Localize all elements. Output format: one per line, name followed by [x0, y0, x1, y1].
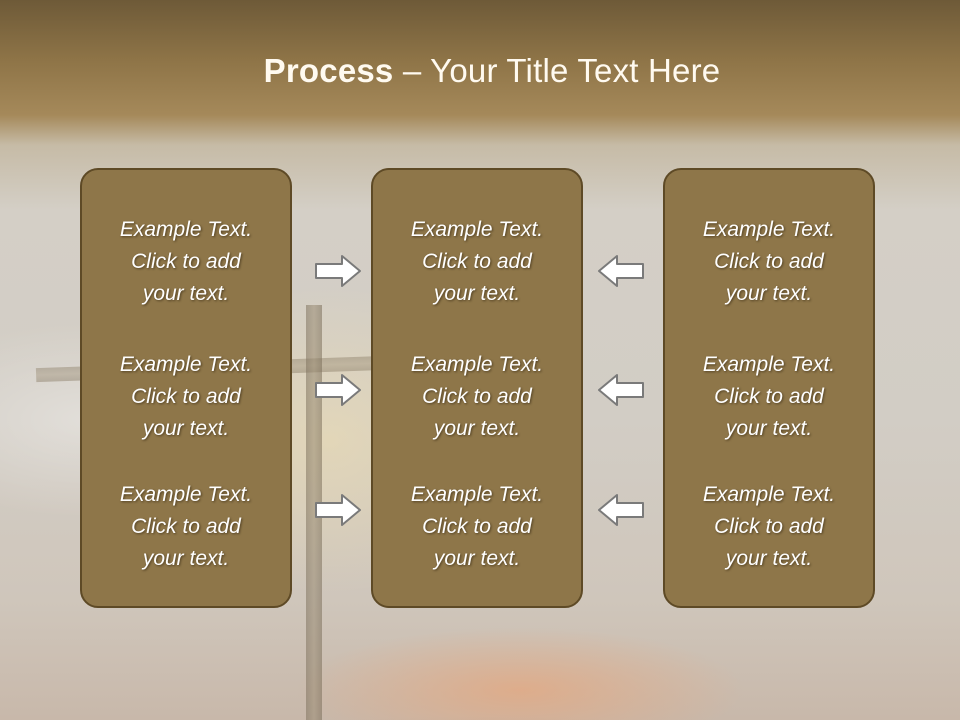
text-line: Example Text. [119, 218, 253, 241]
left-arrow-icon[interactable] [597, 253, 645, 289]
text-placeholder[interactable]: Example Text. Click to add your text. [665, 479, 873, 575]
text-line: Example Text. [702, 483, 836, 506]
text-line: Click to add [131, 515, 241, 538]
text-line: your text. [433, 417, 521, 440]
text-placeholder[interactable]: Example Text. Click to add your text. [665, 349, 873, 445]
text-line: your text. [433, 547, 521, 570]
text-placeholder[interactable]: Example Text. Click to add your text. [373, 479, 581, 575]
cross-post-image [306, 305, 322, 720]
text-placeholder[interactable]: Example Text. Click to add your text. [82, 479, 290, 575]
slide-title[interactable]: Process – Your Title Text Here [0, 52, 960, 90]
process-box-left[interactable]: Example Text. Click to add your text. Ex… [80, 168, 292, 608]
text-line: your text. [725, 547, 813, 570]
text-line: your text. [725, 417, 813, 440]
left-arrow-icon[interactable] [597, 372, 645, 408]
text-line: Click to add [422, 385, 532, 408]
title-rest-text: – Your Title Text Here [393, 52, 721, 89]
text-line: Example Text. [410, 483, 544, 506]
process-box-center[interactable]: Example Text. Click to add your text. Ex… [371, 168, 583, 608]
text-line: your text. [725, 282, 813, 305]
text-line: your text. [433, 282, 521, 305]
left-arrow-icon[interactable] [597, 492, 645, 528]
text-line: Example Text. [119, 353, 253, 376]
text-line: Click to add [714, 250, 824, 273]
text-placeholder[interactable]: Example Text. Click to add your text. [373, 349, 581, 445]
text-line: Click to add [131, 250, 241, 273]
hill-silhouette-image [0, 640, 960, 720]
text-line: Example Text. [410, 353, 544, 376]
process-box-right[interactable]: Example Text. Click to add your text. Ex… [663, 168, 875, 608]
text-line: your text. [142, 282, 230, 305]
text-placeholder[interactable]: Example Text. Click to add your text. [82, 349, 290, 445]
right-arrow-icon[interactable] [314, 253, 362, 289]
text-line: Click to add [714, 515, 824, 538]
right-arrow-icon[interactable] [314, 492, 362, 528]
text-line: your text. [142, 417, 230, 440]
text-line: Example Text. [410, 218, 544, 241]
text-line: Example Text. [702, 218, 836, 241]
text-line: Click to add [714, 385, 824, 408]
title-bold-text: Process [263, 52, 394, 89]
right-arrow-icon[interactable] [314, 372, 362, 408]
text-line: your text. [142, 547, 230, 570]
text-line: Click to add [422, 515, 532, 538]
text-placeholder[interactable]: Example Text. Click to add your text. [373, 214, 581, 310]
text-placeholder[interactable]: Example Text. Click to add your text. [665, 214, 873, 310]
text-line: Click to add [131, 385, 241, 408]
text-line: Click to add [422, 250, 532, 273]
text-line: Example Text. [702, 353, 836, 376]
text-line: Example Text. [119, 483, 253, 506]
text-placeholder[interactable]: Example Text. Click to add your text. [82, 214, 290, 310]
